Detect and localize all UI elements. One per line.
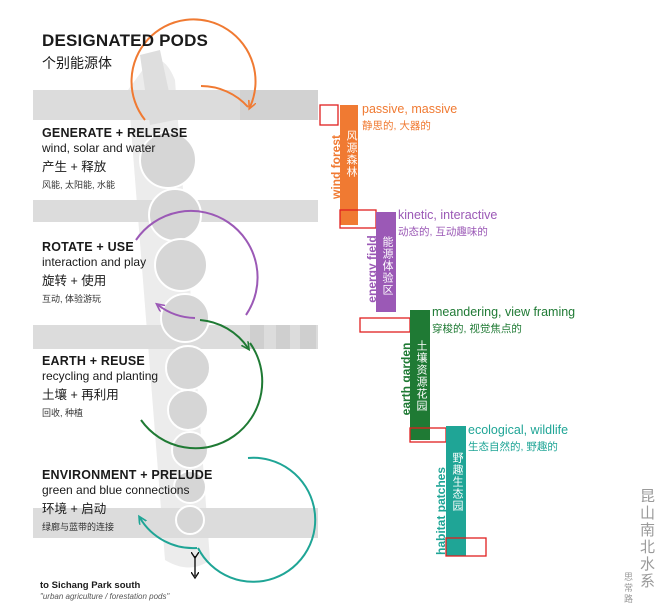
loop-green [140, 342, 264, 450]
pod-cn: 环境 + 启动 [42, 502, 107, 516]
zone-earth-garden-label: meandering, view framing 穿梭的, 视觉焦点的 [432, 305, 575, 336]
pod-rotate-use: ROTATE + USE interaction and play 旋转 + 使… [42, 240, 146, 305]
zone-name-earth-garden: earth garden [399, 342, 413, 416]
pod-subtitle: green and blue connections [42, 483, 190, 497]
pod-environment-prelude: ENVIRONMENT + PRELUDE green and blue con… [42, 468, 213, 533]
zone-name-cn-earth-garden: 土壤资源花园 [415, 340, 427, 412]
zone-desc-en: passive, massive [362, 102, 458, 116]
zone-desc-cn: 穿梭的, 视觉焦点的 [432, 323, 522, 335]
loop-orange [130, 18, 257, 121]
pod-cn-small: 互动, 体验游玩 [42, 294, 102, 304]
destination-subnote: "urban agriculture / forestation pods" [40, 592, 170, 601]
zone-name-cn-energy-field: 能源体验区 [381, 236, 393, 296]
pod-earth-reuse: EARTH + REUSE recycling and planting 土壤 … [42, 354, 158, 419]
destination-note: to Sichang Park south [40, 580, 141, 591]
pod-subtitle: wind, solar and water [42, 141, 156, 155]
pod-heading: GENERATE + RELEASE [42, 126, 188, 140]
pod-subtitle: interaction and play [42, 255, 147, 269]
zone-name-wind-forest: wind forest [329, 135, 343, 200]
pod-heading: EARTH + REUSE [42, 354, 145, 368]
diagram-title: DESIGNATED PODS [42, 31, 209, 50]
zone-habitat-patches-label: ecological, wildlife 生态自然的, 野趣的 [468, 423, 568, 454]
loop-teal [197, 456, 317, 583]
pod-cn-small: 回收, 种植 [42, 408, 84, 418]
zone-name-cn-habitat-patches: 野趣生态园 [451, 452, 463, 512]
zone-bars [319, 104, 487, 557]
pod-subtitle: recycling and planting [42, 369, 159, 383]
pod-cn: 旋转 + 使用 [42, 274, 107, 288]
pod-cn-small: 风能, 太阳能, 水能 [42, 180, 116, 190]
pod-cn-small: 绿廊与蓝带的连接 [42, 522, 115, 532]
pod-heading: ENVIRONMENT + PRELUDE [42, 468, 213, 482]
zone-name-energy-field: energy field [365, 235, 379, 303]
zone-energy-field-label: kinetic, interactive 动态的, 互动趣味的 [398, 208, 497, 239]
zone-desc-cn: 生态自然的, 野趣的 [468, 441, 558, 453]
zone-desc-cn: 静思的, 大器的 [362, 120, 431, 132]
zone-desc-cn: 动态的, 互动趣味的 [398, 226, 488, 238]
zone-desc-en: kinetic, interactive [398, 208, 498, 222]
pod-generate-release: GENERATE + RELEASE wind, solar and water… [42, 126, 187, 191]
side-title: 昆山南北水系 [638, 488, 655, 590]
zone-wind-forest-label: passive, massive 静思的, 大器的 [362, 102, 457, 133]
pod-heading: ROTATE + USE [42, 240, 134, 254]
diagram-title-cn: 个别能源体 [42, 55, 112, 71]
side-subtitle: 思常路 [623, 572, 633, 605]
zone-name-habitat-patches: habitat patches [434, 466, 448, 556]
zone-name-cn-wind-forest: 风源森林 [345, 130, 357, 178]
pod-cn: 土壤 + 再利用 [42, 388, 119, 402]
pod-cn: 产生 + 释放 [42, 160, 107, 174]
loop-purple [135, 209, 259, 316]
zone-desc-en: meandering, view framing [432, 305, 576, 319]
zone-desc-en: ecological, wildlife [468, 423, 569, 437]
